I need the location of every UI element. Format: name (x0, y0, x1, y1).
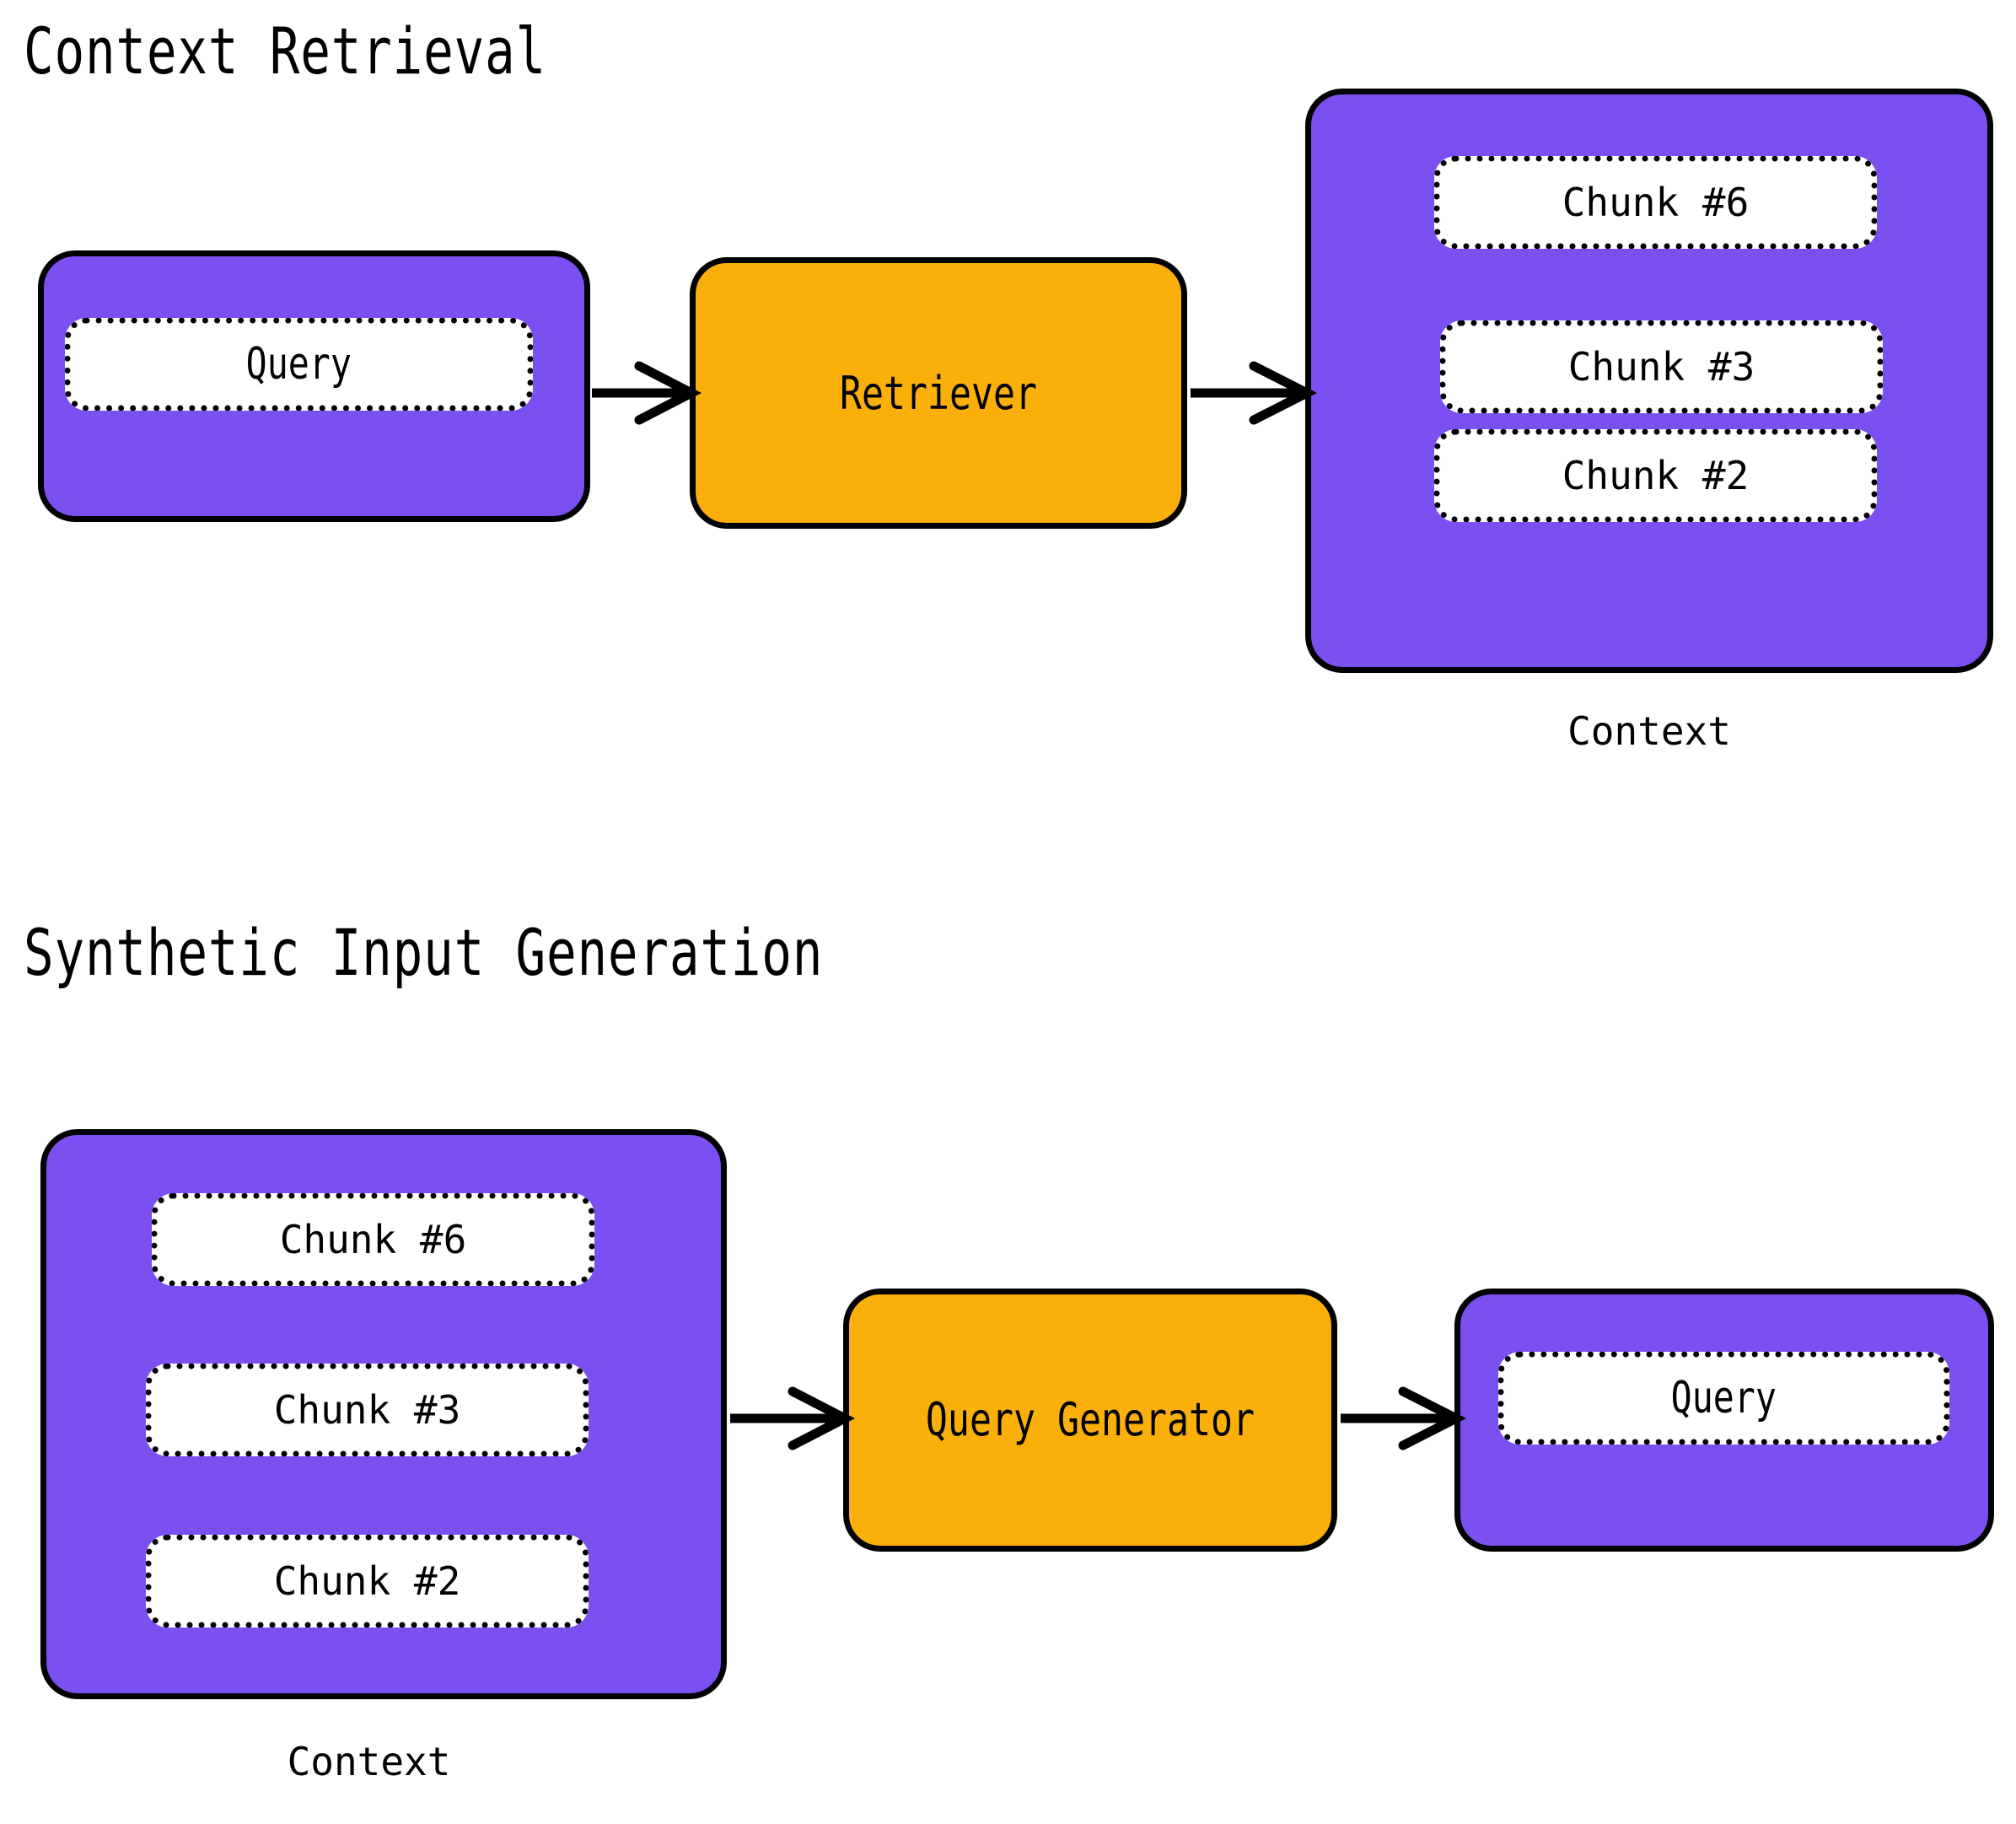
chip-chunk-3[interactable]: Chunk #3 (1440, 320, 1883, 413)
query-generator-label: Query Generator (925, 1393, 1255, 1446)
context-caption-bottom: Context (287, 1739, 451, 1784)
chip-chunk-3-bottom-label: Chunk #3 (273, 1387, 461, 1433)
context-container-box-top[interactable]: Chunk #6 Chunk #3 Chunk #2 (1305, 89, 1993, 673)
chip-chunk-2[interactable]: Chunk #2 (1434, 429, 1877, 522)
chip-query-label: Query (245, 339, 352, 390)
section-title-synthetic-input-generation: Synthetic Input Generation (24, 915, 824, 990)
chip-chunk-3-label: Chunk #3 (1567, 344, 1755, 390)
arrow-context-to-query-generator (730, 1386, 855, 1450)
chip-chunk-2-label: Chunk #2 (1562, 453, 1750, 498)
chip-chunk-2-bottom-label: Chunk #2 (273, 1558, 461, 1604)
chip-chunk-6-bottom[interactable]: Chunk #6 (152, 1193, 594, 1286)
chip-chunk-6[interactable]: Chunk #6 (1434, 156, 1877, 249)
context-caption-top: Context (1567, 708, 1731, 754)
chip-generated-query[interactable]: Query (1498, 1352, 1949, 1445)
arrow-query-to-retriever (592, 361, 702, 425)
query-container-box[interactable]: Query (38, 250, 590, 522)
chip-chunk-2-bottom[interactable]: Chunk #2 (146, 1535, 589, 1628)
arrow-query-generator-to-query (1341, 1386, 1467, 1450)
retriever-box[interactable] (690, 257, 1187, 529)
chip-chunk-6-bottom-label: Chunk #6 (279, 1217, 467, 1262)
chip-query[interactable]: Query (65, 318, 533, 411)
query-generator-box[interactable] (843, 1289, 1337, 1552)
generated-query-container-box[interactable]: Query (1454, 1289, 1994, 1552)
chip-chunk-6-label: Chunk #6 (1562, 180, 1750, 225)
chip-chunk-3-bottom[interactable]: Chunk #3 (146, 1364, 589, 1456)
arrow-retriever-to-context (1191, 361, 1318, 425)
retriever-label: Retriever (839, 367, 1038, 420)
chip-generated-query-label: Query (1670, 1373, 1777, 1423)
section-title-context-retrieval: Context Retrieval (24, 13, 546, 89)
context-container-box-bottom[interactable]: Chunk #6 Chunk #3 Chunk #2 (40, 1129, 727, 1699)
